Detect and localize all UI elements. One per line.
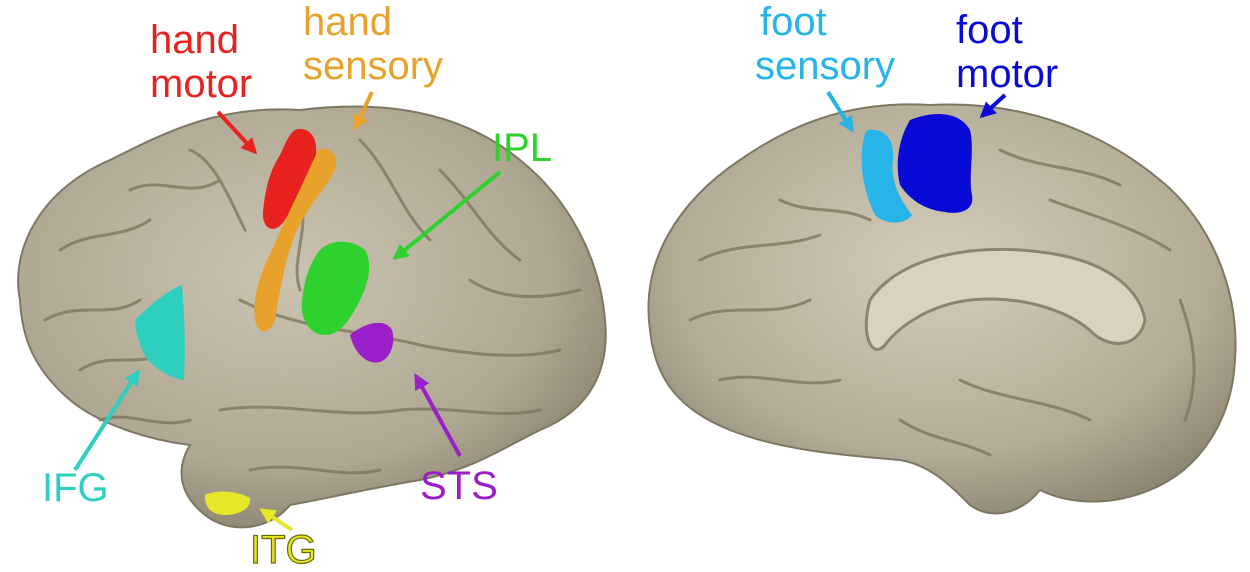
label-hand-motor-line2: motor (150, 62, 253, 106)
label-hand-sensory-line2: sensory (303, 44, 444, 88)
label-sts: STS (420, 464, 498, 508)
arrow-foot-motor (979, 93, 1007, 119)
region-hand-motor (262, 129, 317, 229)
arrow-ipl (392, 170, 502, 261)
arrow-itg (259, 508, 294, 532)
region-hand-sensory (254, 148, 337, 332)
arrow-ifg (73, 369, 140, 472)
label-hand-sensory-line1: hand (303, 0, 392, 44)
medial-sulci (688, 148, 1196, 457)
label-foot-sensory-line1: foot (760, 0, 827, 44)
label-foot-motor-line1: foot (956, 8, 1023, 52)
region-foot-sensory (861, 129, 912, 223)
arrow-foot-sensory (826, 90, 854, 133)
arrow-sts (414, 373, 462, 457)
label-foot-motor: foot motor (956, 8, 1058, 96)
arrow-hand-motor (216, 110, 258, 155)
label-ifg: IFG (42, 466, 109, 510)
arrow-hand-sensory (353, 91, 374, 131)
label-ipl: IPL (492, 126, 553, 170)
label-foot-sensory-line2: sensory (755, 44, 896, 88)
lateral-hemisphere (17, 105, 607, 529)
label-foot-sensory: foot sensory (755, 0, 895, 88)
label-hand-sensory: hand sensory (303, 0, 443, 88)
label-hand-motor: hand motor (150, 18, 252, 106)
region-sts (350, 322, 394, 363)
annotation-arrows (73, 90, 1007, 532)
region-foot-motor (897, 114, 973, 213)
region-ifg (135, 285, 185, 380)
medial-hemisphere (647, 103, 1237, 515)
region-ipl (301, 241, 370, 335)
label-hand-motor-line1: hand (150, 18, 239, 62)
label-itg: ITG (249, 527, 317, 572)
label-foot-motor-line2: motor (956, 52, 1059, 96)
corpus-callosum (864, 247, 1147, 351)
region-itg (204, 491, 251, 515)
